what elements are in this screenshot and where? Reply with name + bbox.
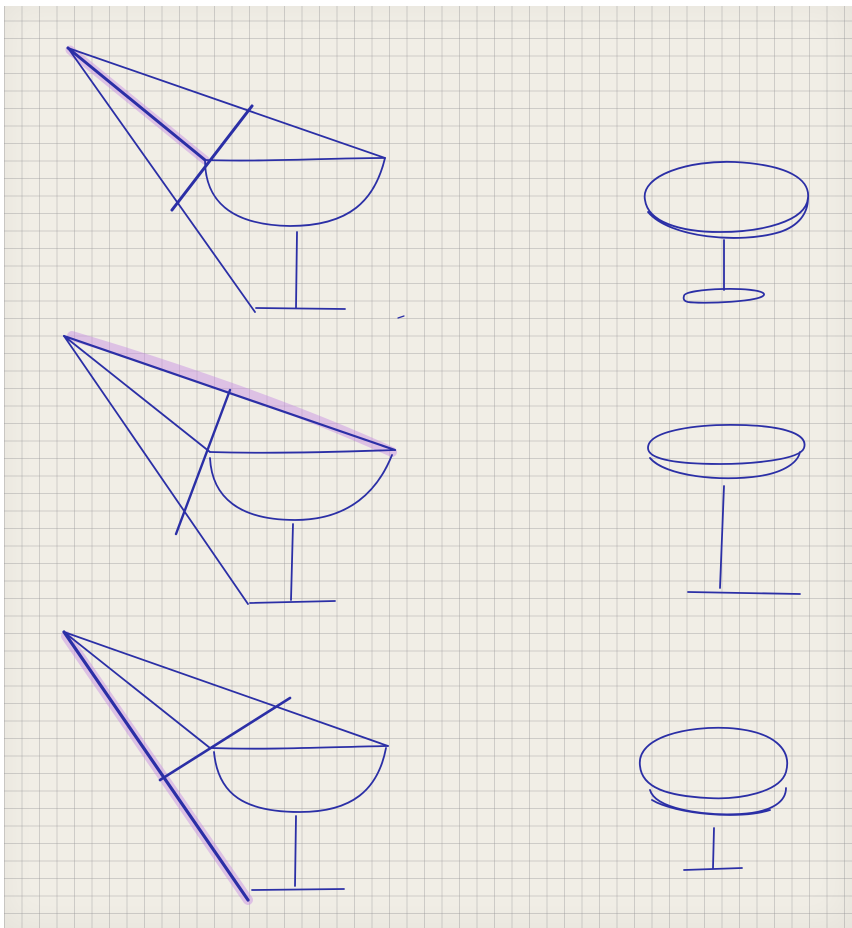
chair-sketch-1 [68,48,385,312]
bowl-sketch-3 [640,728,787,870]
bowl-sketch-2 [648,425,805,594]
bowl-sketch-1 [645,162,808,303]
chair-sketch-3 [64,632,388,900]
stray-pen-mark [398,316,404,318]
chair-2-lines [64,336,395,604]
chair-1-lines [68,48,385,312]
chair-sketch-2 [64,336,395,604]
